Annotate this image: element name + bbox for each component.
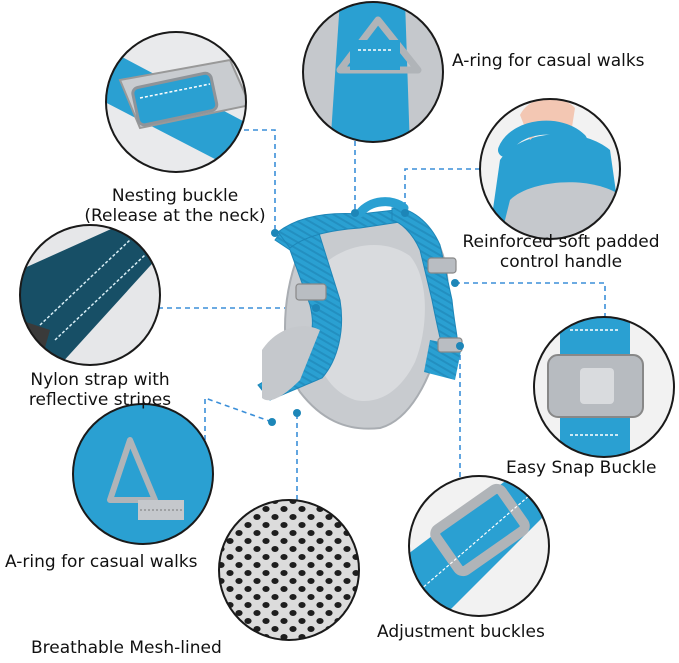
label-adjustment-buckles: Adjustment buckles [377,622,545,642]
label-handle-line1: Reinforced soft padded [462,232,660,252]
label-nesting-buckle-line1: Nesting buckle [111,186,239,206]
leader-a-ring-bottom [204,396,273,458]
detail-circle-nesting-buckle [105,31,247,173]
detail-circle-mesh [218,499,360,641]
label-a-ring-top: A-ring for casual walks [452,51,645,71]
label-nylon-strap: Nylon strap with reflective stripes [8,370,192,410]
label-handle-line2: control handle [499,252,623,272]
label-handle: Reinforced soft padded control handle [447,232,675,272]
label-nesting-buckle-line2: (Release at the neck) [84,206,266,226]
detail-circle-nylon-strap [19,224,161,366]
detail-circle-a-ring-bottom [72,403,214,545]
detail-circle-snap-buckle [533,316,675,458]
label-nylon-strap-line1: Nylon strap with [30,370,170,390]
label-nylon-strap-line2: reflective stripes [28,390,172,410]
harness-illustration [257,197,464,430]
leader-handle [404,168,480,212]
label-a-ring-bottom: A-ring for casual walks [5,552,198,572]
label-mesh: Breathable Mesh-lined [31,638,222,658]
detail-circle-handle [479,98,621,240]
label-snap-buckle: Easy Snap Buckle [506,458,657,478]
leader-snap-buckle [455,282,606,320]
detail-circle-adjustment-buckle [408,475,550,617]
leader-lines [158,129,606,500]
detail-circle-a-ring-top [302,1,444,143]
label-nesting-buckle: Nesting buckle (Release at the neck) [46,186,304,226]
